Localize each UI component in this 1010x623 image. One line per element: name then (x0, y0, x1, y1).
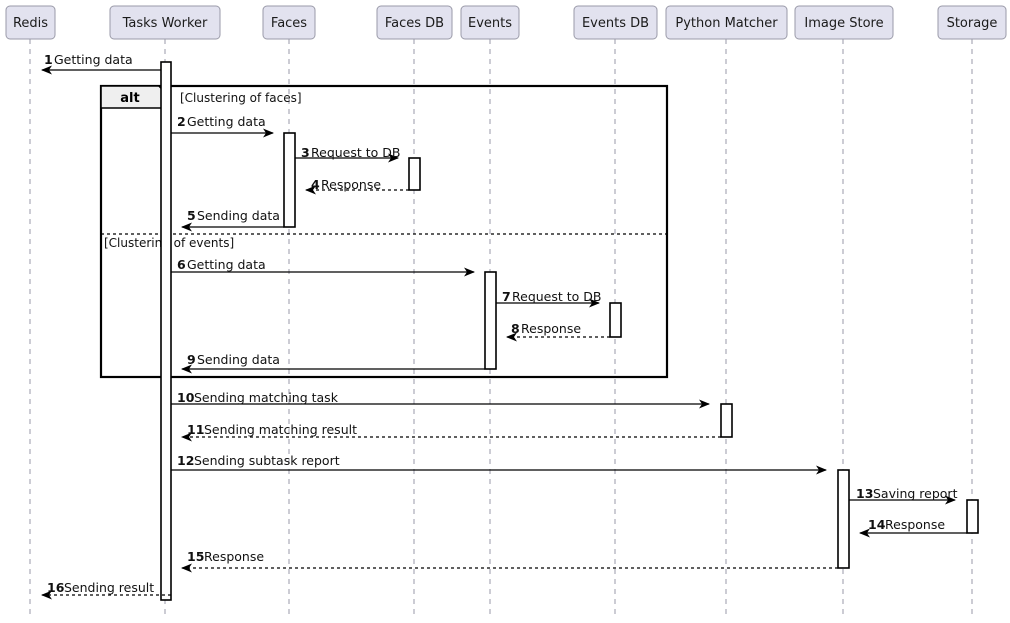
alt-fragment-operator-label: alt (120, 91, 139, 106)
message-text-8: Response (521, 321, 581, 336)
activation-bar-matcher-0 (720, 403, 733, 438)
participant-matcher[interactable]: Python Matcher (665, 5, 788, 40)
message-text-12: Sending subtask report (194, 453, 340, 468)
participant-box-storage (937, 5, 1007, 40)
alt-fragment-border (99, 84, 669, 379)
message-text-11: Sending matching result (204, 422, 357, 437)
message-number-5: 5 (187, 208, 196, 223)
activation-bar-storage-0 (966, 499, 979, 534)
message-text-15: Response (204, 549, 264, 564)
message-number-7: 7 (502, 289, 511, 304)
alt-fragment-layer: alt[Clustering of faces][Clustering of e… (99, 84, 669, 379)
activation-bar-faces-0 (283, 132, 296, 228)
message-text-7: Request to DB (512, 289, 601, 304)
message-text-14: Response (885, 517, 945, 532)
message-text-16: Sending result (64, 580, 154, 595)
message-text-3: Request to DB (311, 145, 400, 160)
participant-label-redis: Redis (13, 16, 48, 31)
message-text-4: Response (321, 177, 381, 192)
participant-redis[interactable]: Redis (5, 5, 56, 40)
message-number-1: 1 (44, 52, 53, 67)
participant-box-faces (262, 5, 316, 40)
message-number-8: 8 (511, 321, 520, 336)
alt-fragment-condition-0: [Clustering of faces] (180, 91, 302, 105)
message-number-10: 10 (177, 390, 195, 405)
participant-label-events: Events (468, 16, 512, 31)
participant-label-faces: Faces (271, 16, 307, 31)
participant-label-eventsdb: Events DB (582, 16, 649, 31)
message-text-10: Sending matching task (194, 390, 339, 405)
participant-box-matcher (665, 5, 788, 40)
message-number-6: 6 (177, 257, 186, 272)
participant-events[interactable]: Events (460, 5, 520, 40)
message-number-2: 2 (177, 114, 186, 129)
participant-label-matcher: Python Matcher (675, 16, 778, 31)
participant-box-eventsdb (573, 5, 658, 40)
message-text-9: Sending data (197, 352, 280, 367)
message-text-2: Getting data (187, 114, 266, 129)
participant-label-facesdb: Faces DB (385, 16, 444, 31)
message-number-13: 13 (856, 486, 873, 501)
participant-eventsdb[interactable]: Events DB (573, 5, 658, 40)
activation-bar-imgstore-0 (837, 469, 850, 569)
participant-faces[interactable]: Faces (262, 5, 316, 40)
activations-layer (160, 61, 979, 601)
participant-facesdb[interactable]: Faces DB (376, 5, 453, 40)
activation-bar-eventsdb-0 (609, 302, 622, 338)
participant-box-redis (5, 5, 56, 40)
activation-bar-events-0 (484, 271, 497, 370)
message-number-3: 3 (301, 145, 310, 160)
participant-label-worker: Tasks Worker (122, 16, 208, 31)
participant-box-events (460, 5, 520, 40)
activation-bar-worker-0 (160, 61, 172, 601)
message-text-1: Getting data (54, 52, 133, 67)
participant-imgstore[interactable]: Image Store (794, 5, 894, 40)
participant-heads-layer: Redis Tasks Worker Faces Faces DB Events Even… (5, 5, 1007, 40)
participant-worker[interactable]: Tasks Worker (109, 5, 221, 40)
message-number-4: 4 (311, 177, 320, 192)
participant-box-facesdb (376, 5, 453, 40)
participant-storage[interactable]: Storage (937, 5, 1007, 40)
message-text-5: Sending data (197, 208, 280, 223)
activation-bar-facesdb-0 (408, 157, 421, 191)
message-number-9: 9 (187, 352, 196, 367)
message-number-14: 14 (868, 517, 886, 532)
participant-label-imgstore: Image Store (804, 16, 883, 31)
participant-box-worker (109, 5, 221, 40)
message-number-15: 15 (187, 549, 204, 564)
message-number-16: 16 (47, 580, 65, 595)
participant-box-imgstore (794, 5, 894, 40)
message-number-11: 11 (187, 422, 204, 437)
message-text-6: Getting data (187, 257, 266, 272)
message-text-13: Saving report (873, 486, 958, 501)
participant-label-storage: Storage (947, 16, 998, 31)
message-number-12: 12 (177, 453, 194, 468)
